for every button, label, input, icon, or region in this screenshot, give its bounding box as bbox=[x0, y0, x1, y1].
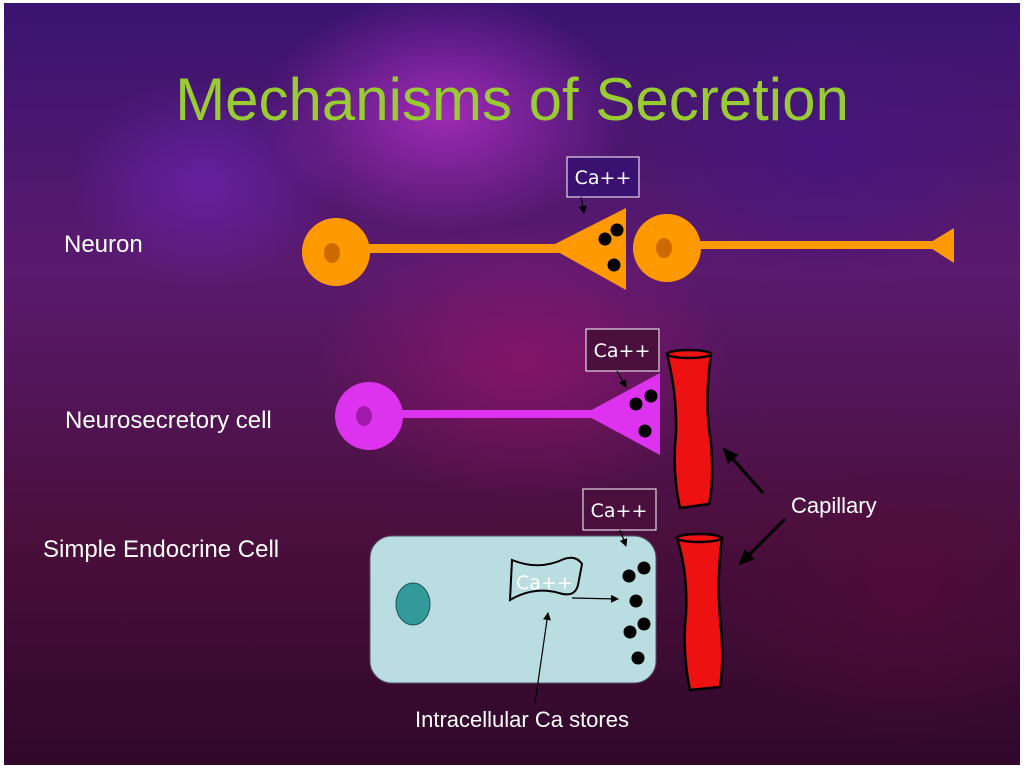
slide-title: Mechanisms of Secretion bbox=[175, 66, 849, 133]
vesicle bbox=[598, 232, 612, 246]
ca-box-endocrine: Ca++ bbox=[582, 488, 657, 547]
vesicle bbox=[629, 397, 643, 411]
neurosecretory-terminal bbox=[584, 373, 660, 455]
intracellular-stores-label: Intracellular Ca stores bbox=[415, 707, 629, 732]
neurosecretory-nucleus bbox=[356, 406, 372, 426]
vesicle bbox=[637, 561, 651, 575]
capillary-lower bbox=[675, 532, 724, 692]
postsynaptic-neuron bbox=[633, 214, 954, 282]
neuron-label: Neuron bbox=[64, 231, 143, 258]
slide: Mechanisms of Secretion Neuron Neurosecr… bbox=[4, 3, 1020, 765]
neurosecretory-label: Neurosecretory cell bbox=[65, 407, 272, 434]
vesicle bbox=[607, 258, 621, 272]
ca-influx-arrow bbox=[619, 529, 628, 547]
neurosecretory-cell bbox=[335, 373, 660, 455]
neuron-axon bbox=[364, 244, 574, 253]
vesicle bbox=[644, 389, 658, 403]
neurosecretory-axon bbox=[396, 410, 596, 418]
ca-box bbox=[585, 328, 660, 372]
ca-store-text: Ca++ bbox=[516, 572, 573, 594]
capillary-upper bbox=[665, 348, 714, 510]
neuron-nucleus bbox=[324, 243, 340, 263]
intracellular-ca-store bbox=[508, 556, 584, 602]
vesicle bbox=[610, 223, 624, 237]
ca-release-arrow bbox=[571, 594, 619, 603]
diagram: Ca++ Ca++ Ca++ bbox=[302, 156, 954, 704]
capillary-pointer-arrow bbox=[722, 447, 765, 494]
ca-box-neuron: Ca++ bbox=[566, 156, 640, 214]
ca-box bbox=[582, 488, 657, 531]
presynaptic-neuron bbox=[302, 208, 626, 290]
neuron-terminal bbox=[549, 208, 626, 290]
vesicle bbox=[622, 569, 636, 583]
capillary-pointer-arrow bbox=[738, 517, 787, 566]
vesicle bbox=[631, 651, 645, 665]
endocrine-label: Simple Endocrine Cell bbox=[43, 536, 280, 563]
neuron-axon bbox=[694, 241, 934, 249]
neuron-nucleus bbox=[656, 238, 672, 258]
vesicle bbox=[629, 594, 643, 608]
vesicle bbox=[637, 617, 651, 631]
vesicle bbox=[623, 625, 637, 639]
ca-influx-arrow bbox=[578, 196, 587, 214]
ca-box-neurosecretory: Ca++ bbox=[585, 328, 660, 388]
capillary-label: Capillary bbox=[791, 493, 877, 518]
ca-box-text: Ca++ bbox=[594, 340, 651, 362]
ca-box bbox=[566, 156, 640, 198]
neuron-terminal bbox=[926, 228, 954, 263]
ca-influx-arrow bbox=[616, 370, 627, 388]
ca-box-text: Ca++ bbox=[575, 167, 632, 189]
endocrine-cell-body bbox=[369, 535, 657, 684]
vesicle bbox=[638, 424, 652, 438]
stores-pointer-arrow bbox=[534, 612, 551, 704]
ca-box-text: Ca++ bbox=[591, 500, 648, 522]
endocrine-cell: Ca++ bbox=[369, 535, 657, 684]
endocrine-nucleus bbox=[395, 582, 431, 626]
